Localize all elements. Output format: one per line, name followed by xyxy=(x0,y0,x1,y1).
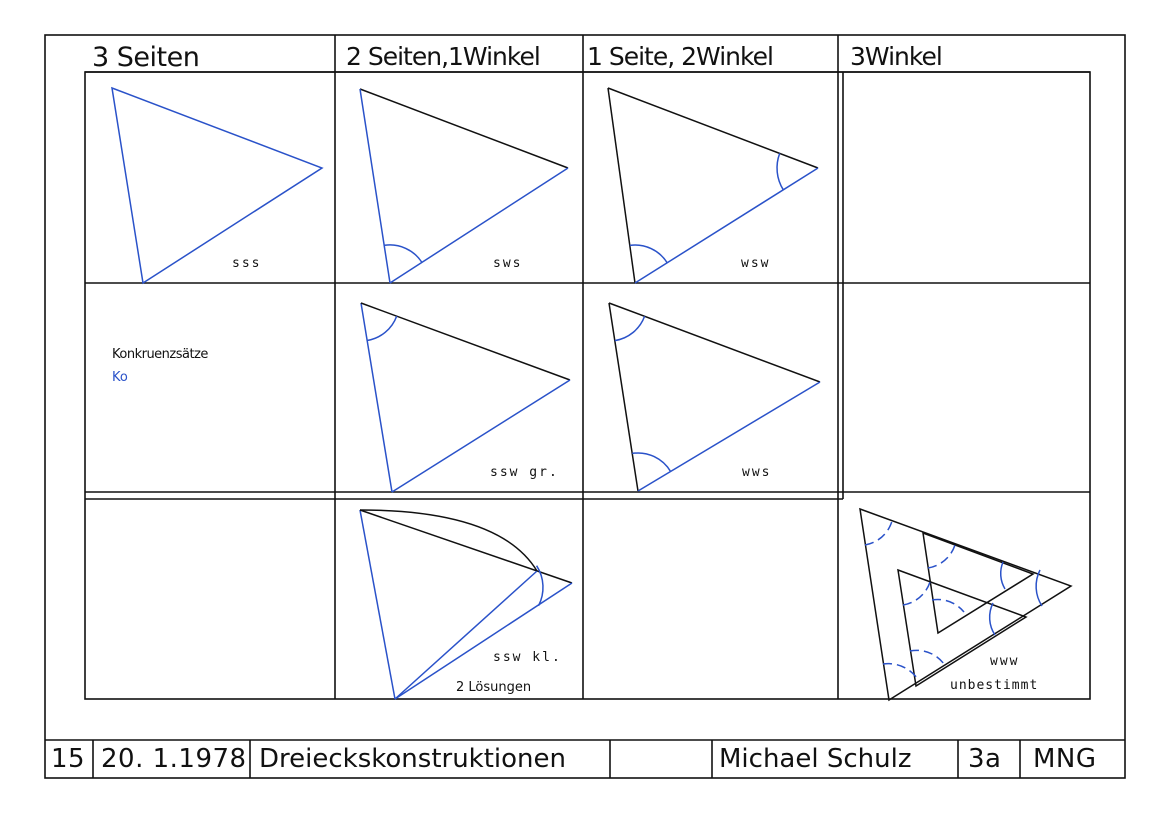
header-three-sides: 3 Seiten xyxy=(92,42,200,73)
legend-text-blue: Ko xyxy=(112,370,128,385)
legend-text-black: Konkruenzsätze xyxy=(112,347,208,362)
footer-school: MNG xyxy=(1033,744,1097,774)
header-one-side-two-angles: 1 Seite, 2Winkel xyxy=(587,42,774,71)
triangle-sws xyxy=(359,88,569,284)
label-www: www xyxy=(990,654,1020,669)
label-wsw: wsw xyxy=(741,256,771,271)
header-two-sides-one-angle: 2 Seiten,1Winkel xyxy=(346,42,541,71)
header-three-angles: 3Winkel xyxy=(850,42,943,71)
outer-frame xyxy=(44,34,1126,779)
footer-number: 15 xyxy=(51,744,86,774)
triangle-ssw-kl xyxy=(359,509,573,700)
triangle-ssw-gr xyxy=(360,302,571,493)
grid-frame xyxy=(84,71,1091,700)
label-two-solutions: 2 Lösungen xyxy=(456,680,532,695)
footer-date: 20. 1.1978 xyxy=(101,744,247,774)
label-sws: sws xyxy=(493,256,523,271)
footer-title: Dreieckskonstruktionen xyxy=(259,744,567,774)
label-undetermined: unbestimmt xyxy=(950,678,1039,693)
label-wws: wws xyxy=(742,465,772,480)
triangle-wws xyxy=(608,302,821,492)
triangle-wsw xyxy=(607,87,819,284)
triangle-www xyxy=(859,507,1073,702)
label-ssw-kl: ssw kl. xyxy=(493,650,562,665)
label-ssw-gr: ssw gr. xyxy=(490,465,559,480)
label-sss: sss xyxy=(232,256,262,271)
triangle-sss xyxy=(111,86,324,285)
footer-author: Michael Schulz xyxy=(719,744,912,774)
footer-class: 3a xyxy=(968,744,1002,774)
